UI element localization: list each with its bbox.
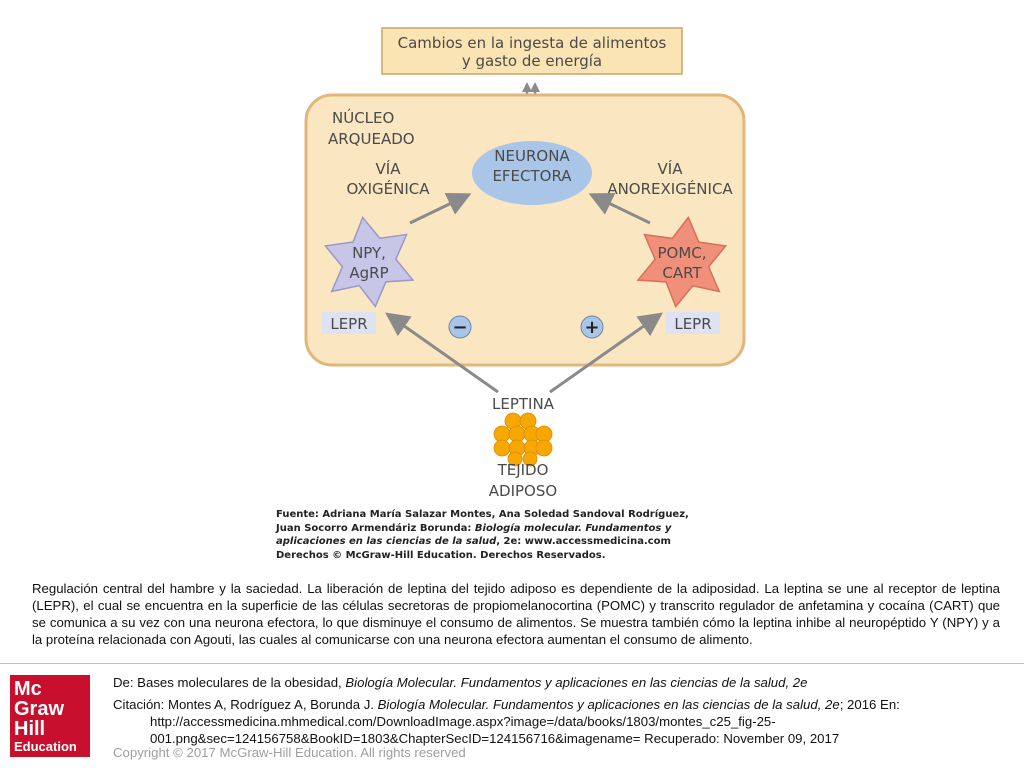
source-line-2-title: Biología molecular. Fundamentos y [474, 522, 672, 534]
arrow-pomc-to-effector [588, 193, 651, 225]
effector-label-1: NEURONA [494, 147, 570, 165]
plus-sign: + [584, 317, 599, 338]
logo-line-4: Education [14, 739, 77, 754]
npy-agrp-neuron-star [323, 215, 415, 309]
nucleus-label-1: NÚCLEO [332, 108, 394, 127]
minus-sign: − [452, 317, 467, 338]
tissue-label-1: TEJIDO [497, 461, 549, 479]
citation-url[interactable]: http://accessmedicina.mhmedical.com/Down… [150, 714, 840, 746]
pomc-label-2: CART [662, 264, 702, 282]
effector-label-2: EFECTORA [492, 167, 572, 185]
arrow-leptin-to-right-lepr [549, 312, 663, 394]
left-lepr-label: LEPR [330, 315, 367, 333]
arrow-leptin-to-left-lepr [385, 312, 499, 394]
leptin-regulation-diagram: Cambios en la ingesta de alimentos y gas… [270, 20, 746, 565]
arcuate-nucleus-box [304, 93, 746, 367]
effector-neuron [472, 141, 592, 205]
outcome-text-1: Cambios en la ingesta de alimentos [398, 34, 667, 52]
right-lepr-label: LEPR [674, 315, 711, 333]
npy-label-1: NPY, [352, 244, 386, 262]
outcome-text-2: y gasto de energía [462, 52, 602, 70]
source-line-3: , 2e: www.accessmedicina.com [496, 536, 671, 547]
nucleus-label-2: ARQUEADO [328, 130, 415, 148]
left-lepr-receptor [322, 312, 376, 334]
pomc-cart-neuron-star [636, 215, 728, 309]
leptin-label: LEPTINA [492, 395, 555, 413]
citation-prefix: Citación: Montes A, Rodríguez A, Borunda… [113, 697, 378, 712]
copyright-notice: Copyright © 2017 McGraw-Hill Education. … [113, 745, 466, 760]
diagram-canvas: Cambios en la ingesta de alimentos y gas… [304, 27, 746, 500]
source-line-2: Juan Socorro Armendáriz Borunda: [276, 522, 475, 534]
footer-divider [0, 663, 1024, 664]
npy-label-2: AgRP [349, 264, 388, 282]
reference-citation: Citación: Montes A, Rodríguez A, Borunda… [113, 696, 993, 713]
logo-line-1: Mc [14, 678, 42, 700]
reference-source: De: Bases moleculares de la obesidad, Bi… [113, 674, 807, 691]
adipose-tissue-icon [493, 412, 553, 467]
stimulation-plus-icon [580, 315, 604, 339]
source-line-1: Fuente: Adriana María Salazar Montes, An… [276, 509, 689, 520]
logo-line-3: Hill [14, 718, 46, 740]
right-path-label-1: VÍA [658, 159, 684, 178]
figure-source-credit: Fuente: Adriana María Salazar Montes, An… [276, 508, 736, 562]
source-line-3-title: aplicaciones en las ciencias de la salud [276, 536, 497, 547]
right-path-label-2: ANOREXIGÉNICA [607, 179, 733, 198]
logo-line-2: Graw [14, 698, 65, 720]
inhibition-minus-icon [448, 315, 472, 339]
outcome-box [381, 27, 683, 75]
left-path-label-1: VÍA [376, 159, 402, 178]
pomc-label-1: POMC, [657, 244, 706, 262]
citation-suffix: ; 2016 En: [839, 697, 900, 712]
reference-source-prefix: De: Bases moleculares de la obesidad, [113, 675, 346, 690]
arrow-npy-to-effector [409, 193, 472, 225]
mcgraw-hill-education-logo: Mc Graw Hill Education [10, 675, 90, 757]
figure-caption: Regulación central del hambre y la sacie… [32, 581, 1000, 647]
right-lepr-receptor [666, 312, 720, 334]
tissue-label-2: ADIPOSO [489, 482, 557, 500]
source-line-4: Derechos © McGraw-Hill Education. Derech… [276, 549, 606, 561]
citation-title: Biología Molecular. Fundamentos y aplica… [377, 697, 840, 712]
reference-source-title: Biología Molecular. Fundamentos y aplica… [345, 675, 808, 690]
left-path-label-2: OXIGÉNICA [346, 179, 430, 198]
